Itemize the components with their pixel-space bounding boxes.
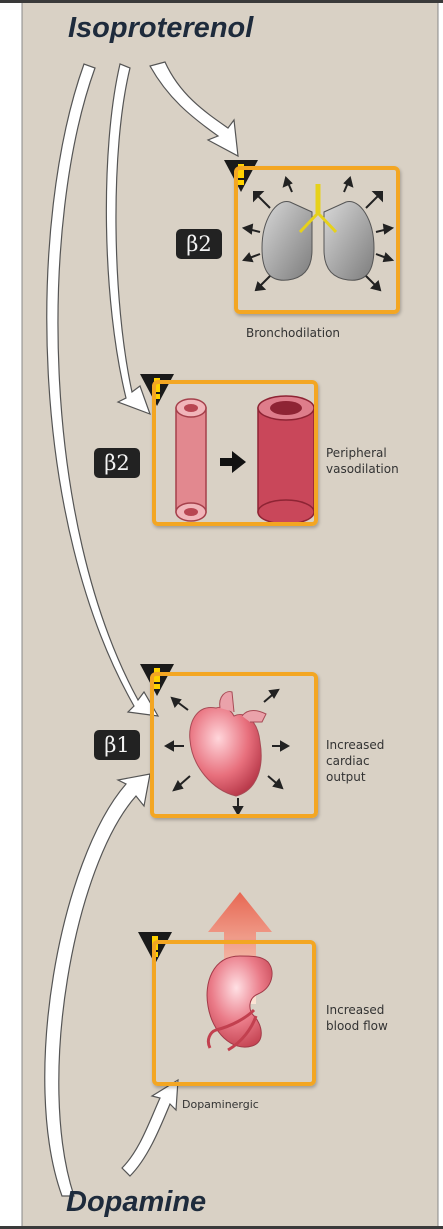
effect-label-line: output (326, 769, 384, 785)
effect-box-bronchodilation (234, 166, 400, 314)
receptor-badge: β2 (94, 448, 140, 478)
effect-label-line: blood flow (326, 1018, 388, 1034)
receptor-caption: Dopaminergic (182, 1098, 259, 1111)
effect-box-cardiac-output (150, 672, 318, 818)
effect-label: Increased cardiac output (326, 737, 384, 785)
effect-label: Increased blood flow (326, 1002, 388, 1034)
effect-label-line: vasodilation (326, 461, 399, 477)
effect-label: Peripheral vasodilation (326, 445, 399, 477)
receptor-badge: β2 (176, 229, 222, 259)
effect-label-line: Peripheral (326, 445, 399, 461)
effect-label-line: cardiac (326, 753, 384, 769)
top-drug-label: Isoproterenol (68, 12, 253, 45)
receptor-badge: β1 (94, 730, 140, 760)
effect-label: Bronchodilation (246, 326, 340, 340)
effect-label-line: Increased (326, 1002, 388, 1018)
effect-box-vasodilation (152, 380, 318, 526)
effect-box-blood-flow (152, 940, 316, 1086)
effect-label-line: Increased (326, 737, 384, 753)
bottom-drug-label: Dopamine (66, 1186, 206, 1219)
